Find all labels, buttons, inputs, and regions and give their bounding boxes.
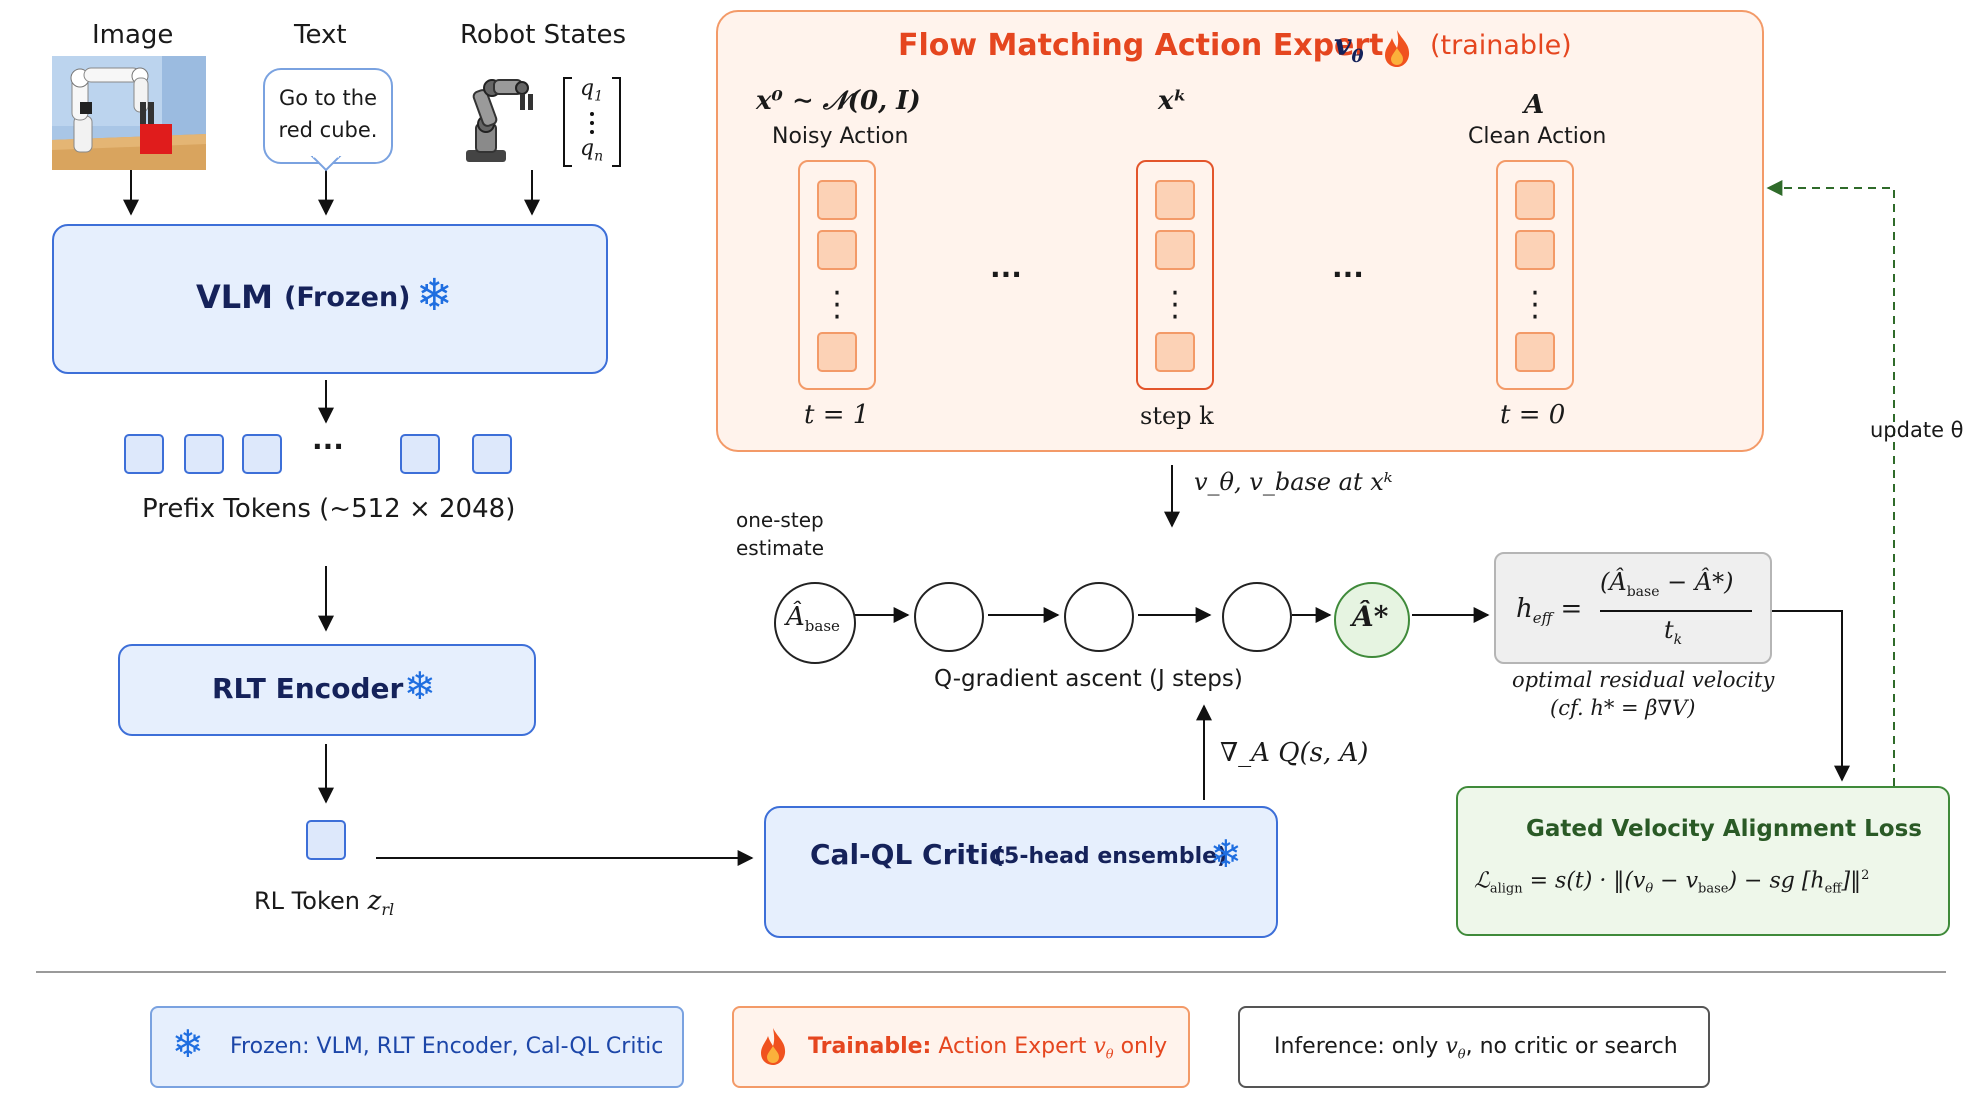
legend-inference: Inference: only vθ, no critic or search: [1238, 1006, 1710, 1088]
prefix-label: Prefix Tokens (~512 × 2048): [142, 494, 516, 524]
xk-expression: xᵏ: [1158, 86, 1188, 116]
prefix-token: [472, 434, 512, 474]
column-vdots: ···: [1170, 276, 1180, 335]
prefix-dots: ···: [312, 430, 344, 463]
rlt-title: RLT Encoder: [212, 672, 404, 705]
instruction-line-1: Go to the: [278, 86, 378, 110]
a-base-node: Âbase: [774, 582, 856, 664]
fraction-bar: [1600, 610, 1752, 612]
snowflake-icon: ❄: [416, 270, 453, 321]
critic-detail: (5-head ensemble): [994, 844, 1228, 869]
flow-theta: vθ: [1334, 28, 1364, 67]
action-cell: [1515, 332, 1555, 372]
prefix-token: [242, 434, 282, 474]
robot-scene-image: [52, 56, 206, 170]
text-label: Text: [294, 20, 347, 50]
flow-dots: ···: [1332, 258, 1364, 291]
arrow-update-theta: [1766, 180, 1895, 786]
arrow-heff-loss: [1772, 610, 1850, 782]
action-cell: [1515, 230, 1555, 270]
vlm-title: VLM: [196, 278, 273, 316]
a-base-text: Âbase: [786, 602, 840, 636]
legend-inference-text: Inference: only vθ, no critic or search: [1274, 1034, 1678, 1063]
a-star-text: Â*: [1352, 600, 1389, 633]
prefix-token: [124, 434, 164, 474]
rlt-encoder-box: [118, 644, 536, 736]
critic-box: [764, 806, 1278, 938]
instruction-bubble: Go to the red cube.: [263, 68, 393, 164]
ascent-label: Q-gradient ascent (J steps): [934, 666, 1243, 692]
velocity-label: v_θ, v_base at xᵏ: [1194, 468, 1393, 496]
action-cell: [1155, 230, 1195, 270]
noisy-action-column: ···: [798, 160, 876, 390]
alignment-loss-box: Gated Velocity Alignment Loss ℒalign = s…: [1456, 786, 1950, 936]
update-theta-label: update θ: [1870, 418, 1964, 442]
clean-action-label: Clean Action: [1468, 124, 1607, 149]
robot-states-label: Robot States: [460, 20, 627, 50]
legend-trainable-text: Trainable: Action Expert vθ only: [808, 1034, 1168, 1063]
action-cell: [817, 332, 857, 372]
action-cell: [817, 230, 857, 270]
flow-dots: ···: [990, 258, 1022, 291]
action-cell: [1155, 180, 1195, 220]
clean-action-column: ···: [1496, 160, 1574, 390]
noisy-action-label: Noisy Action: [772, 124, 909, 149]
h-eff-caption-2: (cf. h* = β∇V): [1550, 696, 1696, 720]
legend-trainable: Trainable: Action Expert vθ only: [732, 1006, 1190, 1088]
h-eff-numerator: (Âbase − Â*): [1600, 568, 1734, 600]
ascent-node: [1222, 582, 1292, 652]
bubble-tail: [310, 156, 342, 172]
legend-frozen-text: Frozen: VLM, RLT Encoder, Cal-QL Critic: [230, 1034, 664, 1059]
t0-label: t = 0: [1500, 400, 1566, 430]
robot-arm-icon: [466, 79, 533, 162]
step-k-label: step k: [1140, 402, 1214, 430]
state-qn: qn: [580, 136, 604, 165]
legend-frozen: ❄ Frozen: VLM, RLT Encoder, Cal-QL Criti…: [150, 1006, 684, 1088]
t1-label: t = 1: [804, 400, 870, 430]
ascent-node: [1064, 582, 1134, 652]
flow-trainable: (trainable): [1430, 30, 1572, 61]
a-star-node: Â*: [1334, 582, 1410, 658]
instruction-line-2: red cube.: [278, 118, 378, 142]
rl-token: [306, 820, 346, 860]
snowflake-icon: ❄: [404, 664, 436, 708]
snowflake-icon: ❄: [172, 1022, 204, 1066]
image-label: Image: [92, 20, 174, 50]
grad-q-label: ∇_A Q(s, A): [1220, 738, 1369, 768]
column-vdots: ···: [832, 276, 842, 335]
h-eff-lhs: heff =: [1516, 594, 1583, 628]
snowflake-icon: ❄: [1210, 832, 1242, 876]
fire-icon: [761, 1028, 786, 1065]
one-step-line-1: one-step: [736, 508, 824, 532]
prefix-token: [400, 434, 440, 474]
h-eff-box: heff = (Âbase − Â*) tk: [1494, 552, 1772, 664]
prefix-token: [184, 434, 224, 474]
loss-formula: ℒalign = s(t) · ‖(vθ − vbase) − sg [heff…: [1474, 868, 1870, 897]
state-q1: q1: [580, 76, 604, 105]
x0-expression: x⁰ ∼ 𝒩(0, I): [756, 86, 921, 116]
vlm-status: (Frozen): [284, 282, 411, 313]
h-eff-caption-1: optimal residual velocity: [1512, 668, 1775, 692]
state-vector-brackets: [563, 77, 621, 167]
action-cell: [817, 180, 857, 220]
fire-icon: [1385, 30, 1410, 67]
critic-title: Cal-QL Critic: [810, 838, 1006, 871]
column-vdots: ···: [1530, 276, 1540, 335]
h-eff-denominator: tk: [1664, 616, 1683, 648]
loss-title: Gated Velocity Alignment Loss: [1526, 816, 1922, 842]
rl-token-label: RL Token zrl: [254, 886, 395, 919]
clean-a-expression: A: [1524, 90, 1545, 120]
flow-title: Flow Matching Action Expert: [898, 28, 1384, 63]
one-step-line-2: estimate: [736, 536, 825, 560]
action-cell: [1155, 332, 1195, 372]
ascent-node: [914, 582, 984, 652]
step-k-column: ···: [1136, 160, 1214, 390]
action-cell: [1515, 180, 1555, 220]
flow-matching-panel: [716, 10, 1764, 452]
vlm-box: [52, 224, 608, 374]
